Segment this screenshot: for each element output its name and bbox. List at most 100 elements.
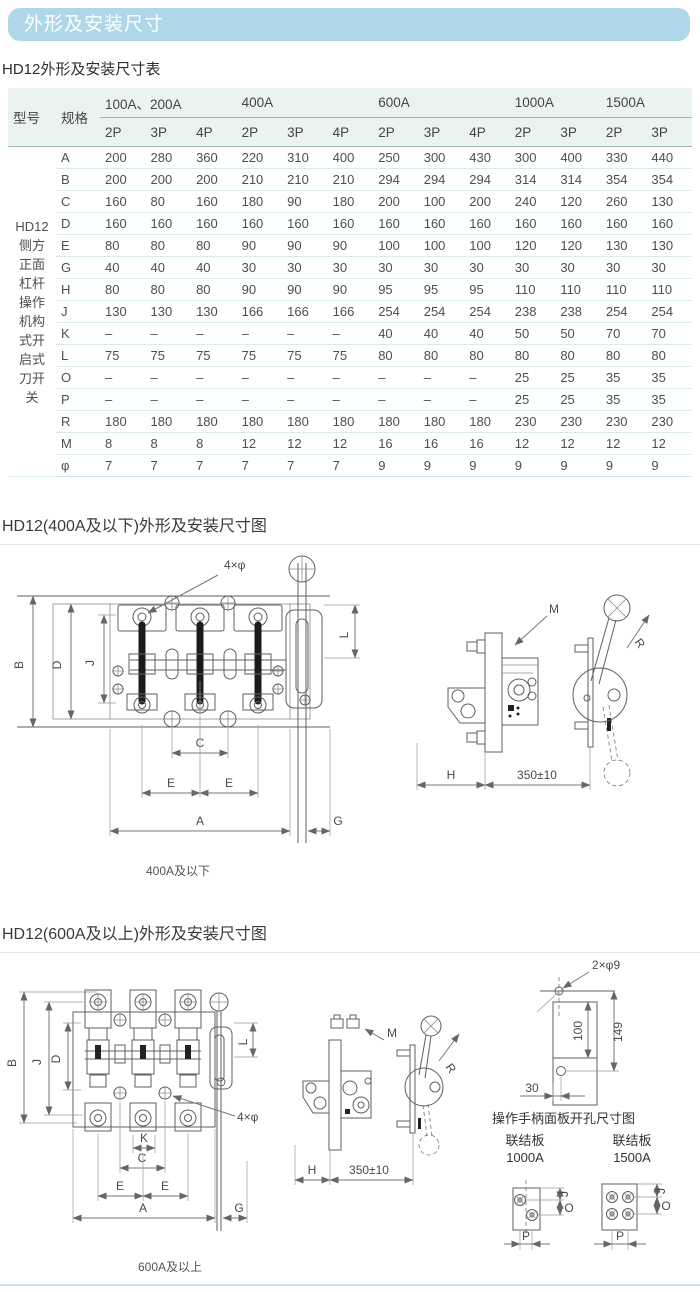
fig2-caption: 600A及以上 bbox=[137, 1260, 203, 1274]
table-cell: 25 bbox=[509, 388, 556, 411]
col-header-rating-group: 1500A bbox=[600, 88, 692, 118]
table-cell: 80 bbox=[191, 278, 237, 301]
table-cell: 200 bbox=[464, 190, 510, 213]
handle-panel-cutout-drawing: 2×φ9 100 149 30 bbox=[520, 958, 625, 1106]
model-name-line: 正面 bbox=[18, 256, 45, 272]
table-cell: 80 bbox=[191, 234, 237, 257]
fig2-dim-e2: E bbox=[161, 1179, 169, 1193]
plate1000-dim-j: J bbox=[557, 1191, 571, 1197]
table-cell: 166 bbox=[236, 300, 283, 323]
panel-dim-100: 100 bbox=[571, 1021, 585, 1041]
spec-cell: C bbox=[56, 190, 100, 213]
table-cell: 200 bbox=[100, 168, 146, 191]
table-cell: 75 bbox=[191, 344, 237, 367]
table-cell: 200 bbox=[145, 168, 192, 191]
table-cell: 90 bbox=[236, 278, 283, 301]
table-cell: 294 bbox=[418, 168, 465, 191]
table-cell: 130 bbox=[100, 300, 146, 323]
spec-cell: P bbox=[56, 388, 100, 411]
table-cell: 8 bbox=[100, 432, 146, 455]
table-cell: 90 bbox=[236, 234, 283, 257]
table-cell: 80 bbox=[100, 278, 146, 301]
table-cell: 80 bbox=[509, 344, 556, 367]
table-cell: 12 bbox=[509, 432, 556, 455]
table-cell: – bbox=[418, 366, 465, 389]
table-cell: 120 bbox=[555, 234, 601, 257]
table-cell: 90 bbox=[282, 234, 328, 257]
connection-plates-drawing: J O P J O P bbox=[504, 1180, 671, 1250]
table-cell: 180 bbox=[327, 410, 374, 433]
spec-cell: J bbox=[56, 300, 100, 323]
col-header-pole: 4P bbox=[191, 117, 237, 147]
table-cell: 160 bbox=[236, 212, 283, 235]
table-cell: 95 bbox=[418, 278, 465, 301]
table-cell: 30 bbox=[555, 256, 601, 279]
table-cell: – bbox=[236, 366, 283, 389]
table-cell: – bbox=[327, 322, 374, 345]
plate1500-dim-o: O bbox=[661, 1199, 670, 1213]
plate-1500-rating: 1500A bbox=[613, 1150, 651, 1165]
table-cell: 80 bbox=[646, 344, 692, 367]
table-cell: 354 bbox=[646, 168, 692, 191]
table-cell: 40 bbox=[100, 256, 146, 279]
section1-divider bbox=[0, 544, 700, 545]
spec-cell: D bbox=[56, 212, 100, 235]
col-header-pole: 2P bbox=[509, 117, 556, 147]
table-cell: 230 bbox=[509, 410, 556, 433]
table-cell: 210 bbox=[236, 168, 283, 191]
table-cell: 294 bbox=[464, 168, 510, 191]
table-cell: 90 bbox=[282, 278, 328, 301]
table-cell: 12 bbox=[236, 432, 283, 455]
table-cell: 75 bbox=[100, 344, 146, 367]
table-cell: – bbox=[418, 388, 465, 411]
table-cell: 7 bbox=[282, 454, 328, 477]
table-cell: 16 bbox=[373, 432, 419, 455]
col-header-pole: 4P bbox=[327, 117, 374, 147]
table-cell: 30 bbox=[509, 256, 556, 279]
table-cell: 40 bbox=[418, 322, 465, 345]
table-cell: 254 bbox=[646, 300, 692, 323]
table-cell: 210 bbox=[282, 168, 328, 191]
table-cell: 330 bbox=[600, 146, 647, 169]
table-cell: 90 bbox=[327, 234, 374, 257]
model-name-line: 机构 bbox=[18, 313, 45, 329]
col-header-model: 型号 bbox=[8, 88, 56, 147]
table-cell: 160 bbox=[191, 212, 237, 235]
table-cell: – bbox=[282, 322, 328, 345]
table-cell: 80 bbox=[464, 344, 510, 367]
col-header-pole: 3P bbox=[418, 117, 465, 147]
fig2-dim-h: H bbox=[308, 1163, 317, 1177]
fig1-side-parts bbox=[447, 594, 631, 787]
table-cell: 166 bbox=[282, 300, 328, 323]
table-cell: 210 bbox=[327, 168, 374, 191]
table-cell: 25 bbox=[555, 366, 601, 389]
table-cell: 120 bbox=[509, 234, 556, 257]
fig2-mounting-holes bbox=[113, 1013, 172, 1100]
table-cell: 25 bbox=[555, 388, 601, 411]
mounting-holes bbox=[112, 595, 284, 728]
spec-cell: G bbox=[56, 256, 100, 279]
table-cell: 166 bbox=[327, 300, 374, 323]
col-header-pole: 3P bbox=[646, 117, 692, 147]
table-cell: 9 bbox=[373, 454, 419, 477]
fig1-front-view-drawing: 4×φ B D J L C E E A G bbox=[12, 555, 360, 843]
plate-1000-drawing: J O P bbox=[504, 1180, 574, 1250]
panel-parts bbox=[540, 977, 615, 1106]
table-cell: 300 bbox=[509, 146, 556, 169]
table-cell: 280 bbox=[145, 146, 192, 169]
col-header-rating-group: 100A、200A bbox=[100, 88, 237, 118]
table-cell: 160 bbox=[100, 212, 146, 235]
table-title: HD12外形及安装尺寸表 bbox=[2, 61, 161, 78]
table-cell: 35 bbox=[600, 388, 647, 411]
table-cell: 80 bbox=[555, 344, 601, 367]
table-cell: 16 bbox=[418, 432, 465, 455]
table-cell: 12 bbox=[327, 432, 374, 455]
fig2-front-view-drawing: B J D L 4×φ K C E E A bbox=[5, 989, 259, 1231]
table-cell: 12 bbox=[282, 432, 328, 455]
